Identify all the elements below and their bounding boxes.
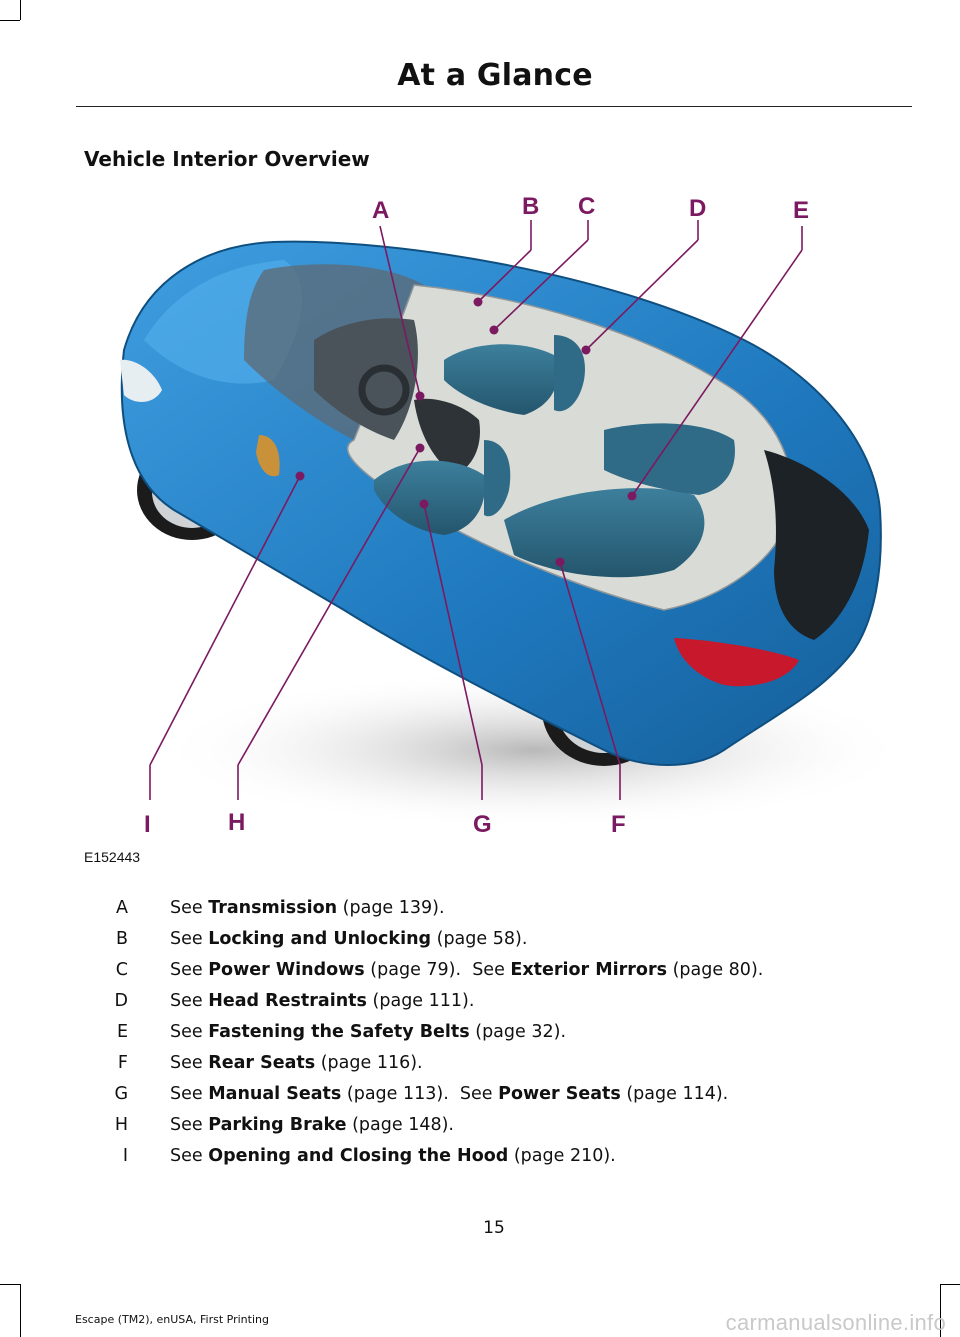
cross-reference-link[interactable]: Rear Seats [208,1053,316,1073]
cross-reference-link[interactable]: Power Windows [208,960,365,980]
cross-reference-link[interactable]: Head Restraints [208,991,367,1011]
legend-prefix: See [170,960,209,980]
callout-d-label: D [689,195,706,222]
callout-points [295,297,637,567]
page-reference: (page 80). [667,960,764,980]
page-reference: (page 113). [341,1084,460,1104]
section-title: Vehicle Interior Overview [84,147,370,171]
legend-text: See Locking and Unlocking (page 58). [170,926,527,952]
crop-mark [940,1284,941,1337]
figure-id: E152443 [84,849,141,865]
crop-mark [0,1284,20,1285]
legend-key: H [114,1115,128,1135]
legend-text: See Head Restraints (page 111). [170,988,474,1014]
cross-reference-link[interactable]: Parking Brake [208,1115,347,1135]
page-reference: (page 58). [431,929,528,949]
legend-row: G See Manual Seats (page 113). See Power … [84,1081,884,1112]
legend-row: A See Transmission (page 139). [84,895,884,926]
legend-key: D [114,991,128,1011]
watermark: carmanualsonline.info [725,1310,946,1335]
callout-legend: A See Transmission (page 139). B See Lockin… [84,895,884,1174]
legend-text: See Manual Seats (page 113). See Power S… [170,1081,728,1107]
crop-mark [940,1284,960,1285]
rear-seat-back [604,423,735,495]
legend-row: I See Opening and Closing the Hood (page … [84,1143,884,1174]
legend-prefix: See [170,1053,209,1073]
cross-reference-link[interactable]: Locking and Unlocking [208,929,432,949]
legend-text: See Transmission (page 139). [170,895,445,921]
legend-prefix: See [472,960,511,980]
legend-prefix: See [170,1115,209,1135]
legend-text: See Parking Brake (page 148). [170,1112,454,1138]
rear-window [764,450,869,640]
cross-reference-link[interactable]: Exterior Mirrors [510,960,668,980]
page-reference: (page 139). [337,898,445,918]
page-reference: (page 114). [620,1084,729,1104]
callout-g-label: G [473,811,492,838]
driver-seat-back [484,440,511,517]
legend-prefix: See [170,929,209,949]
header-divider [76,106,912,107]
page-reference: (page 148). [346,1115,454,1135]
crop-mark [20,1284,21,1337]
callout-c-label: C [578,193,595,220]
legend-text: See Opening and Closing the Hood (page 2… [170,1143,616,1169]
legend-key: F [117,1053,128,1073]
callout-a-label: A [372,197,389,224]
legend-row: D See Head Restraints (page 111). [84,988,884,1019]
legend-text: See Rear Seats (page 116). [170,1050,423,1076]
crop-mark [20,0,21,20]
taillight [674,638,799,687]
legend-key: B [115,929,128,949]
page-reference: (page 111). [366,991,475,1011]
front-passenger-seat [444,344,558,415]
cross-reference-link[interactable]: Fastening the Safety Belts [208,1022,470,1042]
legend-key: E [116,1022,128,1042]
legend-row: B See Locking and Unlocking (page 58). [84,926,884,957]
crop-mark [0,20,20,21]
side-mirror [256,435,280,477]
footer-edition: Escape (TM2), enUSA, First Printing [75,1313,269,1326]
legend-text: See Power Windows (page 79). See Exterio… [170,957,763,983]
callout-f-label: F [611,811,626,838]
cross-reference-link[interactable]: Transmission [208,898,338,918]
legend-prefix: See [170,991,209,1011]
legend-prefix: See [459,1084,499,1104]
page-reference: (page 32). [469,1022,567,1042]
legend-row: H See Parking Brake (page 148). [84,1112,884,1143]
vehicle-cutaway-svg: A B C D E F G H I [120,193,904,838]
headlight [120,359,162,402]
legend-prefix: See [170,1022,209,1042]
callout-e-label: E [793,197,809,224]
legend-prefix: See [170,1084,209,1104]
legend-prefix: See [170,898,209,918]
legend-row: F See Rear Seats (page 116). [84,1050,884,1081]
callout-leaders [149,220,803,800]
cross-reference-link[interactable]: Manual Seats [208,1084,342,1104]
legend-key: G [114,1084,128,1104]
legend-text: See Fastening the Safety Belts (page 32)… [170,1019,566,1045]
legend-key: C [115,960,128,980]
callout-h-label: H [228,809,245,836]
cross-reference-link[interactable]: Opening and Closing the Hood [208,1146,509,1166]
legend-row: E See Fastening the Safety Belts (page 32… [84,1019,884,1050]
front-seat-back [554,335,585,412]
callout-b-label: B [522,193,539,220]
legend-prefix: See [170,1146,209,1166]
center-console [414,398,480,475]
steering-wheel [358,364,410,416]
rear-seat-cushion [504,488,705,578]
page-reference: (page 79). [364,960,473,980]
page-number: 15 [483,1218,505,1238]
vehicle-interior-illustration: A B C D E F G H I [84,190,904,870]
legend-row: C See Power Windows (page 79). See Exteri… [84,957,884,988]
legend-key: A [116,898,128,918]
cross-reference-link[interactable]: Power Seats [498,1084,621,1104]
legend-key: I [122,1146,128,1166]
page-reference: (page 116). [315,1053,423,1073]
page-reference: (page 210). [508,1146,616,1166]
callout-i-label: I [144,811,151,838]
page-header-title: At a Glance [397,58,593,93]
